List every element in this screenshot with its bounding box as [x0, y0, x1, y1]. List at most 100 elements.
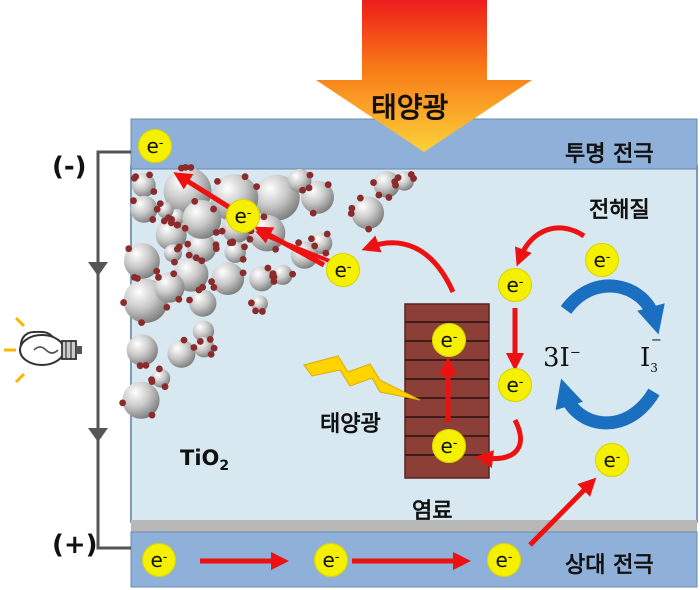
dye-molecule: [218, 227, 226, 235]
dye-molecule: [165, 214, 172, 222]
dye-molecule: [206, 336, 214, 343]
dye-molecule: [175, 243, 183, 251]
dye-molecule: [173, 221, 181, 229]
dye-molecule: [306, 171, 314, 179]
dye-molecule: [214, 178, 221, 185]
dye-molecule: [239, 269, 247, 277]
counter-electrode-label: 상대 전극: [565, 553, 654, 578]
dye-molecule: [163, 303, 171, 311]
counter-electrode-coating: [131, 520, 697, 532]
dye-molecule: [180, 336, 188, 344]
dye-molecule: [138, 319, 145, 326]
dye-molecule: [161, 383, 169, 391]
dye-molecule: [323, 230, 331, 238]
electron-flow-arrows: [173, 172, 597, 570]
dye-molecule: [347, 210, 355, 217]
dye-molecule: [258, 308, 266, 315]
sun-arrow-icon: [316, 0, 532, 152]
dye-molecule: [150, 188, 158, 195]
dye-molecule: [148, 376, 155, 384]
dye-molecule: [356, 194, 364, 202]
dye-molecule: [134, 274, 141, 282]
dye-molecule: [305, 184, 313, 192]
dye-molecule: [212, 229, 220, 236]
negative-terminal-label: (-): [52, 152, 87, 182]
light-bulb-icon: [4, 316, 82, 384]
electron: e-: [326, 253, 360, 287]
dye-molecule: [170, 270, 178, 278]
dye-molecule: [239, 256, 247, 263]
electron: e-: [432, 323, 466, 357]
dye-molecule: [207, 350, 215, 358]
dye-molecule: [167, 219, 175, 227]
electron: e-: [487, 543, 521, 577]
dye-molecule: [226, 239, 234, 247]
dye-molecule: [348, 204, 356, 212]
electrolyte-label: 전해질: [589, 198, 650, 223]
dye-molecule: [195, 286, 203, 294]
dye-molecule: [155, 273, 162, 281]
tio2-label: TiO2: [180, 446, 230, 475]
tio2-particle: [189, 289, 217, 317]
dye-molecule: [130, 197, 137, 205]
dye-molecule: [187, 164, 195, 171]
dye-molecule: [308, 235, 315, 243]
external-circuit: [96, 150, 131, 550]
dye-molecule: [322, 249, 330, 257]
dye-molecule: [120, 299, 128, 306]
electron: e-: [498, 368, 532, 402]
dye-molecule: [190, 344, 198, 351]
dye-molecule: [156, 200, 164, 208]
dye-molecule: [212, 245, 220, 252]
tio2-particle: [122, 381, 160, 419]
tio2-particle: [123, 242, 160, 279]
dye-molecule: [155, 365, 163, 373]
dye-molecule: [142, 362, 150, 369]
dye-molecule: [295, 239, 303, 247]
dye-molecule: [119, 399, 127, 407]
dye-molecule: [252, 307, 259, 315]
dye-molecule: [136, 362, 144, 370]
dye-molecule: [253, 183, 261, 191]
tio2-particle: [253, 174, 300, 221]
dye-molecule: [260, 213, 268, 221]
tio2-particle: [131, 173, 156, 198]
electron: e-: [595, 443, 629, 477]
tio2-particle: [373, 171, 400, 198]
dye-molecule: [269, 272, 277, 280]
dye-molecule: [196, 338, 204, 345]
electron: e-: [585, 243, 619, 277]
sunlight-title: 태양광: [371, 91, 449, 124]
electron: e-: [432, 429, 466, 463]
dye-molecule: [385, 194, 393, 201]
tio2-particle: [130, 195, 158, 223]
electron: e-: [314, 543, 348, 577]
dye-molecule: [375, 191, 383, 199]
dye-molecule: [198, 257, 206, 265]
dye-molecule: [208, 278, 215, 286]
dye-molecule: [186, 296, 193, 304]
tio2-particle: [167, 339, 196, 368]
electron: e-: [498, 268, 532, 302]
dye-molecule: [324, 181, 332, 189]
redox-cycle-icon: [555, 279, 665, 430]
dye-molecule: [392, 181, 400, 189]
dye-molecule: [148, 411, 156, 419]
circuit-arrow-icon: [88, 262, 108, 276]
dye-molecule: [365, 225, 373, 233]
tio2-particle: [126, 334, 158, 366]
tio2-particle: [287, 168, 312, 193]
dye-molecule: [210, 344, 218, 352]
dye-label: 염료: [412, 499, 453, 524]
dye-molecule: [149, 216, 157, 223]
dye-molecule: [264, 264, 272, 272]
dye-molecule: [241, 173, 249, 181]
tio2-particle: [154, 272, 185, 303]
dye-molecule: [289, 270, 297, 278]
dye-molecule: [299, 186, 306, 194]
dye-molecule: [153, 267, 161, 275]
dye-molecule: [192, 254, 200, 262]
tio2-particle: [351, 196, 385, 230]
